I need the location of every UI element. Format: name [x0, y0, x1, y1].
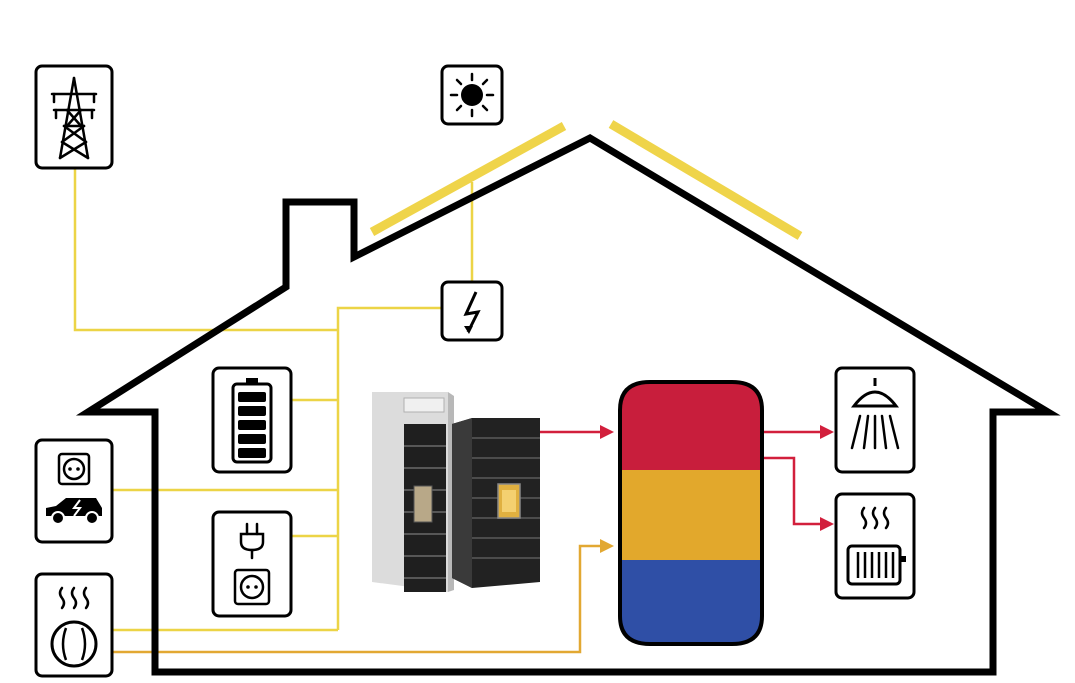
tank-to-shower-arrow	[820, 425, 834, 439]
ev-charging-icon	[34, 438, 114, 544]
tank-layer-cold	[620, 560, 762, 644]
solar-panel-right	[608, 120, 803, 240]
lightning-bolt-icon	[440, 280, 504, 342]
pellet-boiler	[372, 392, 454, 592]
tank-to-radiator-line	[762, 456, 822, 526]
power-lines	[73, 168, 474, 632]
boiler-to-tank-arrow	[600, 425, 614, 439]
heatpump-to-tank-arrow	[600, 539, 614, 553]
heat-lines	[112, 425, 834, 654]
inverter-to-bus-line	[336, 306, 442, 630]
house-outline	[75, 134, 1061, 676]
tank-to-radiator-arrow	[820, 517, 834, 531]
solar-panel-left	[369, 122, 567, 236]
battery-icon	[211, 366, 293, 474]
storage-tank	[618, 380, 764, 646]
tank-layer-hot	[620, 382, 762, 470]
pellet-storage-unit	[452, 418, 540, 588]
power-pylon-icon	[34, 64, 114, 170]
grid-to-house-line	[73, 168, 338, 332]
heatpump-to-tank-line	[112, 544, 602, 654]
sun-icon	[440, 64, 504, 126]
radiator-icon	[834, 492, 916, 600]
tank-layer-warm	[620, 470, 762, 560]
heat-pump-icon	[34, 572, 114, 678]
plug-socket-icon	[211, 510, 293, 618]
shower-icon	[834, 366, 916, 474]
